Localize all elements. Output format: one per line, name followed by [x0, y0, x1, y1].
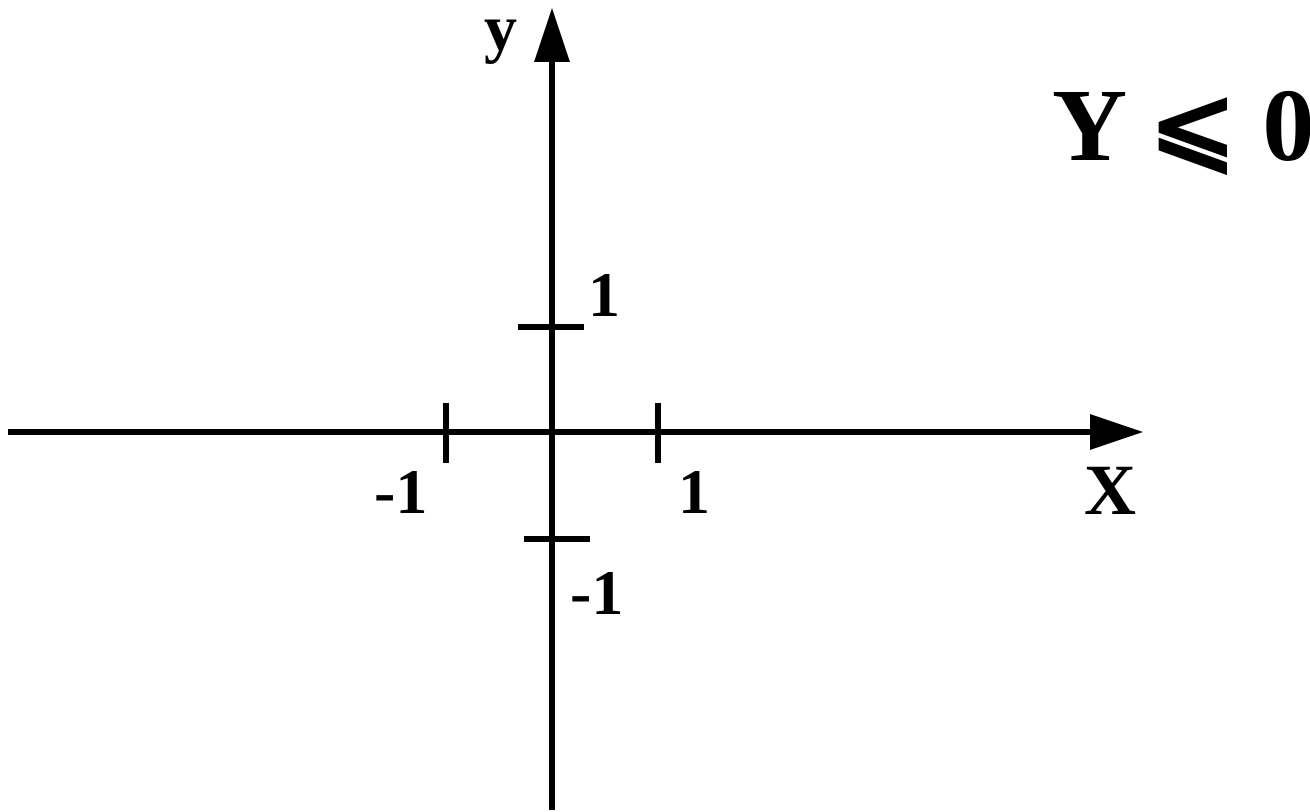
x-axis-arrowhead — [1090, 414, 1143, 450]
condition-label: Y ⩽ 0 — [1052, 68, 1310, 183]
x-tick-label-neg-1: -1 — [374, 456, 427, 527]
y-tick-label-pos-1: 1 — [588, 259, 620, 330]
y-axis-label: y — [484, 0, 517, 65]
y-tick-label-neg-1: -1 — [570, 557, 623, 628]
y-axis-arrowhead — [534, 8, 570, 62]
x-axis-label: X — [1084, 450, 1136, 530]
x-tick-label-pos-1: 1 — [678, 456, 710, 527]
